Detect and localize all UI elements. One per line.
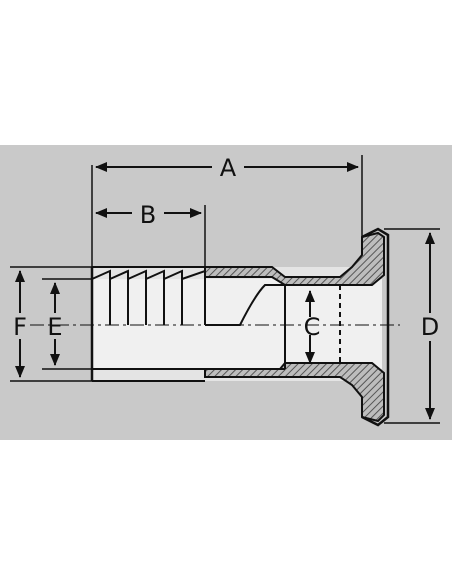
dimension-b-label: B bbox=[140, 201, 156, 229]
dimension-e-label: E bbox=[47, 313, 62, 341]
dimension-d: D bbox=[384, 228, 440, 424]
flange-outline bbox=[361, 227, 390, 427]
fitting-body bbox=[90, 227, 390, 427]
dimension-f: F bbox=[10, 266, 92, 382]
dimension-a-label: A bbox=[220, 154, 237, 182]
dimension-c-label: C bbox=[304, 313, 321, 341]
dimension-c: C bbox=[304, 290, 321, 364]
dimension-e: E bbox=[42, 278, 92, 370]
hose-barb-ridges bbox=[91, 269, 206, 325]
dimension-a: A bbox=[91, 154, 363, 267]
bottom-wall-section bbox=[204, 362, 385, 423]
dimension-f-label: F bbox=[13, 313, 27, 341]
fitting-cross-section-svg: A B C D bbox=[10, 154, 440, 427]
fitting-drawing: A B C D bbox=[0, 145, 452, 440]
dimension-d-label: D bbox=[421, 313, 439, 341]
top-wall-section bbox=[204, 231, 385, 286]
dimension-b: B bbox=[95, 201, 206, 267]
